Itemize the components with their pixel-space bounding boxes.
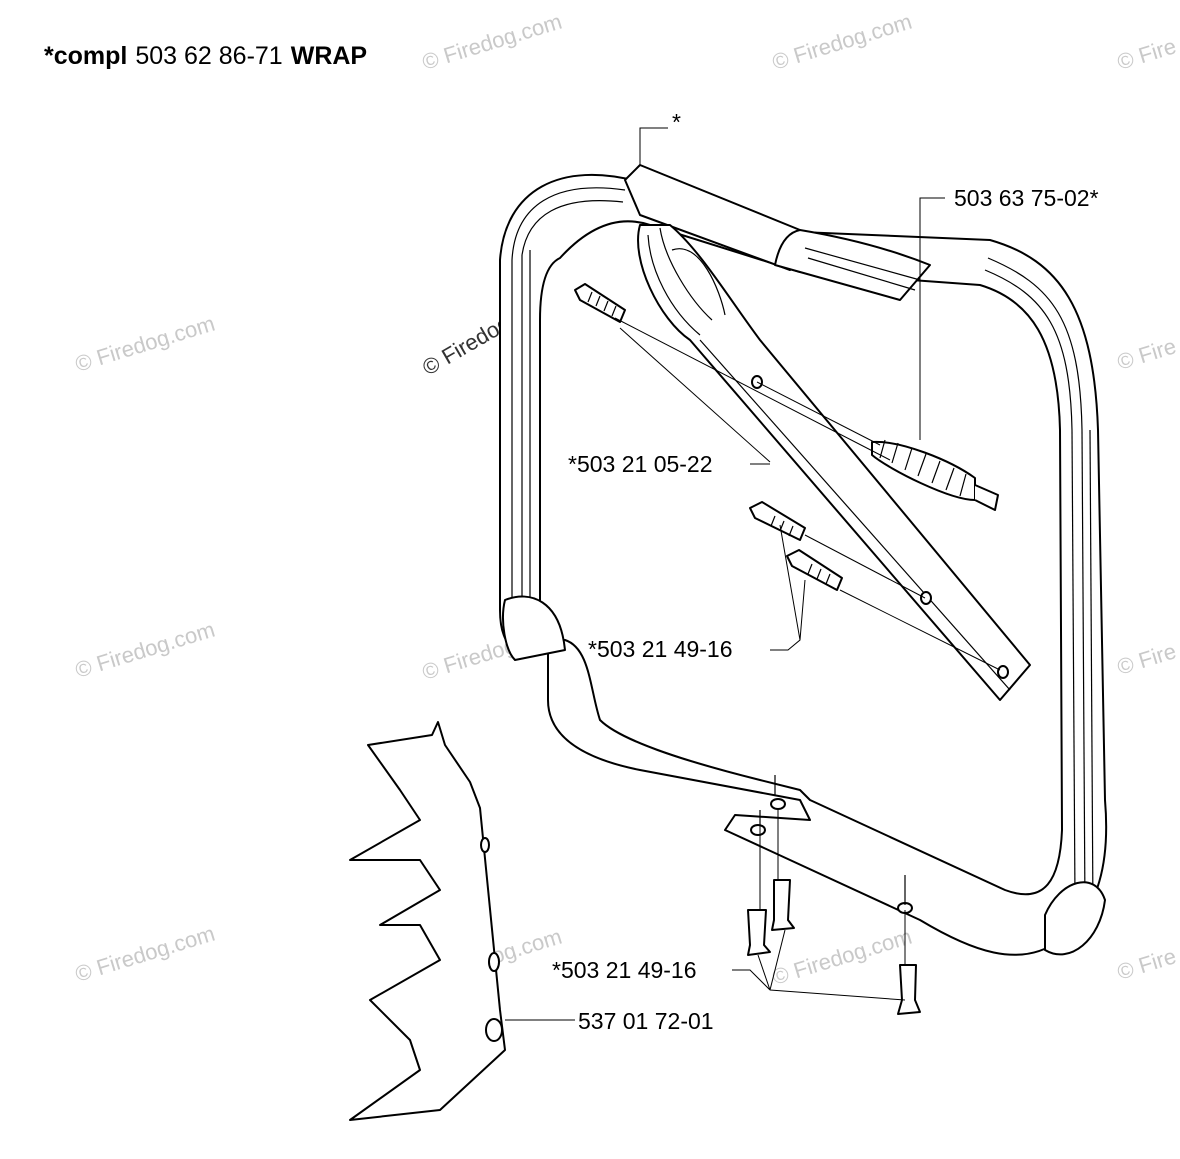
title-prefix: *compl	[44, 42, 127, 70]
watermark: © Fire	[1114, 943, 1179, 985]
av-spring	[871, 439, 999, 511]
screw-bottom-3	[897, 964, 921, 1015]
callout-guard: 537 01 72-01	[505, 1008, 714, 1034]
callout-star-label: *	[672, 109, 681, 135]
watermark: © Firedog.com	[72, 311, 218, 377]
guard-plate	[349, 721, 506, 1121]
callout-screw-bottom-label: *503 21 49-16	[552, 957, 697, 983]
title-name: WRAP	[291, 42, 367, 70]
callout-screw-bottom: *503 21 49-16	[552, 929, 906, 1001]
callout-guard-label: 537 01 72-01	[578, 1008, 714, 1034]
watermark: © Firedog.com	[769, 9, 915, 75]
title-part-number: 503 62 86-71	[135, 42, 282, 70]
watermark: © Fire	[1114, 333, 1179, 375]
watermark: © Fire	[1114, 33, 1179, 75]
callout-star: *	[639, 109, 681, 165]
callout-screw-top-label: *503 21 05-22	[568, 451, 713, 477]
screw-mid-2	[786, 549, 843, 591]
screw-bottom-2	[771, 879, 795, 931]
callout-spring-label: 503 63 75-02*	[954, 185, 1099, 211]
watermark: © Firedog.com	[769, 924, 915, 990]
watermark: © Fire	[1114, 638, 1179, 680]
diagonal-brace	[637, 224, 1031, 701]
watermark: © Firedog.com	[72, 921, 218, 987]
callout-screw-mid-label: *503 21 49-16	[588, 636, 733, 662]
watermark: © Firedog.com	[72, 617, 218, 683]
screw-bottom-1	[747, 909, 771, 956]
callout-spring: 503 63 75-02*	[919, 185, 1099, 440]
watermark: © Firedog.com	[419, 9, 565, 75]
callout-screw-mid: *503 21 49-16	[588, 524, 806, 662]
screw-top	[574, 283, 626, 323]
page-title: *compl 503 62 86-71 WRAP	[44, 42, 367, 70]
callout-screw-top: *503 21 05-22	[568, 451, 770, 477]
